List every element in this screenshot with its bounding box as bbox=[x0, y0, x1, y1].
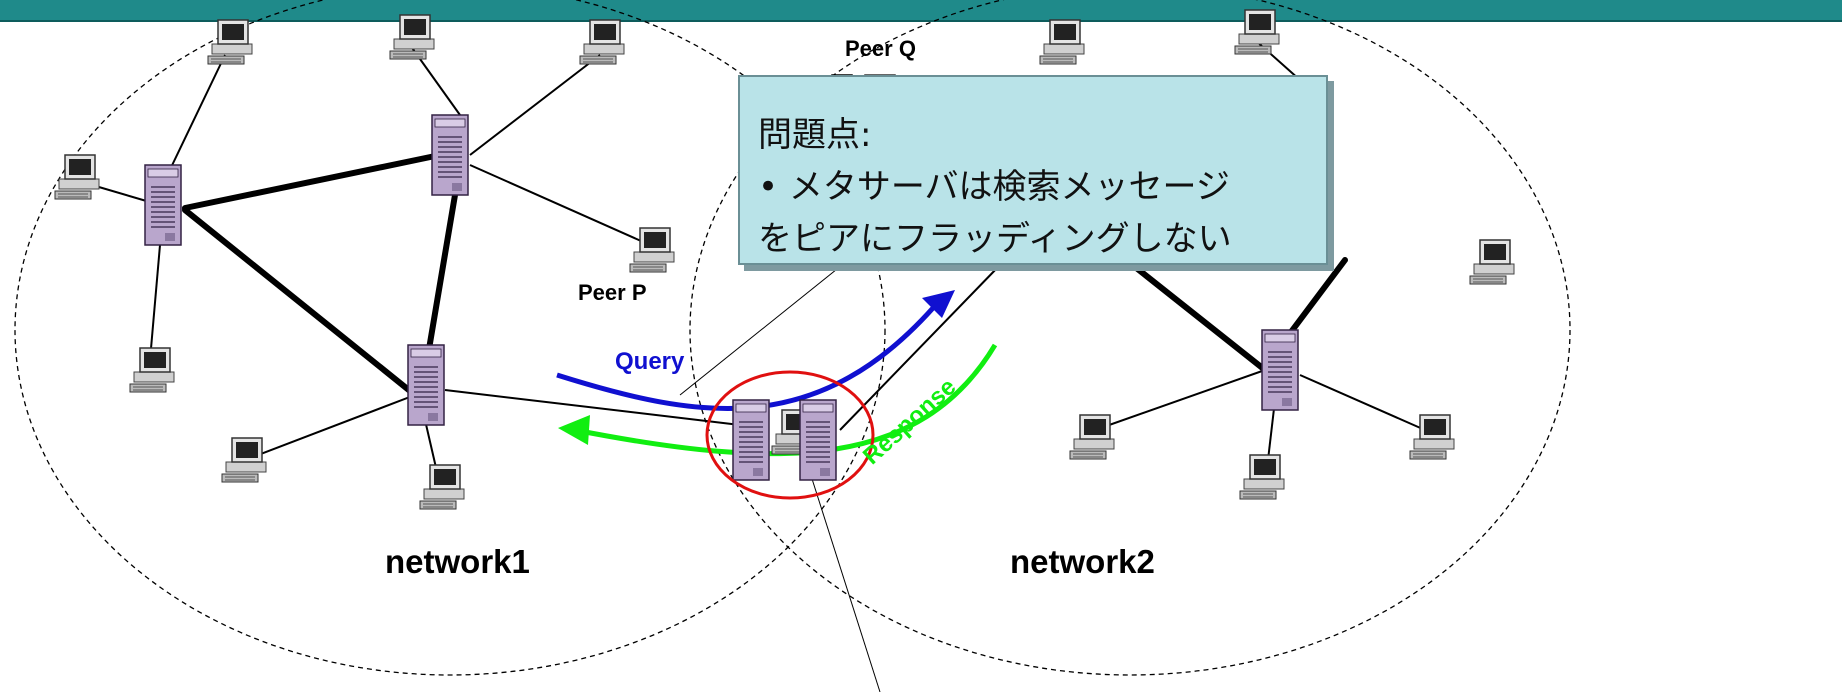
pc-icon bbox=[419, 464, 465, 510]
query-arrowhead bbox=[922, 290, 955, 318]
pc-icon bbox=[1069, 414, 1115, 460]
gateway-server-icon bbox=[799, 399, 837, 481]
gateway-highlight-ring bbox=[705, 370, 875, 500]
meta-server-icon bbox=[1261, 329, 1299, 411]
gateway-server-icon bbox=[732, 399, 770, 481]
meta-server-icon bbox=[407, 344, 445, 426]
network1-label: network1 bbox=[385, 543, 530, 580]
pc-icon bbox=[1234, 9, 1280, 55]
response-arrowhead bbox=[558, 415, 590, 445]
callout-title: 問題点: bbox=[758, 115, 872, 155]
meta-server-icon bbox=[431, 114, 469, 196]
network1-boundary bbox=[14, 0, 886, 676]
pc-icon bbox=[129, 347, 175, 393]
pc-icon bbox=[1469, 239, 1515, 285]
query-label: Query bbox=[615, 348, 685, 375]
backbone-links bbox=[182, 152, 1348, 398]
pc-icon bbox=[1409, 414, 1455, 460]
pc-icon bbox=[579, 19, 625, 65]
callout-line-2: をピアにフラッディングしない bbox=[758, 219, 1232, 259]
pc-icon bbox=[629, 227, 675, 273]
callout-line-1: • メタサーバは検索メッセージ bbox=[758, 167, 1230, 207]
pc-icon bbox=[54, 154, 100, 200]
network2-label: network2 bbox=[1010, 543, 1155, 580]
pc-icon bbox=[1039, 19, 1085, 65]
pc-icon bbox=[207, 19, 253, 65]
peer-p-label: Peer P bbox=[578, 280, 647, 305]
problem-callout: 問題点: • メタサーバは検索メッセージ をピアにフラッディングしない bbox=[738, 75, 1328, 265]
header-bar bbox=[0, 0, 1842, 22]
network2-boundary bbox=[689, 0, 1571, 676]
pc-icon bbox=[221, 437, 267, 483]
meta-server-icon bbox=[144, 164, 182, 246]
pc-icon bbox=[1239, 454, 1285, 500]
pc-icon bbox=[389, 14, 435, 60]
peer-q-label: Peer Q bbox=[845, 36, 916, 61]
